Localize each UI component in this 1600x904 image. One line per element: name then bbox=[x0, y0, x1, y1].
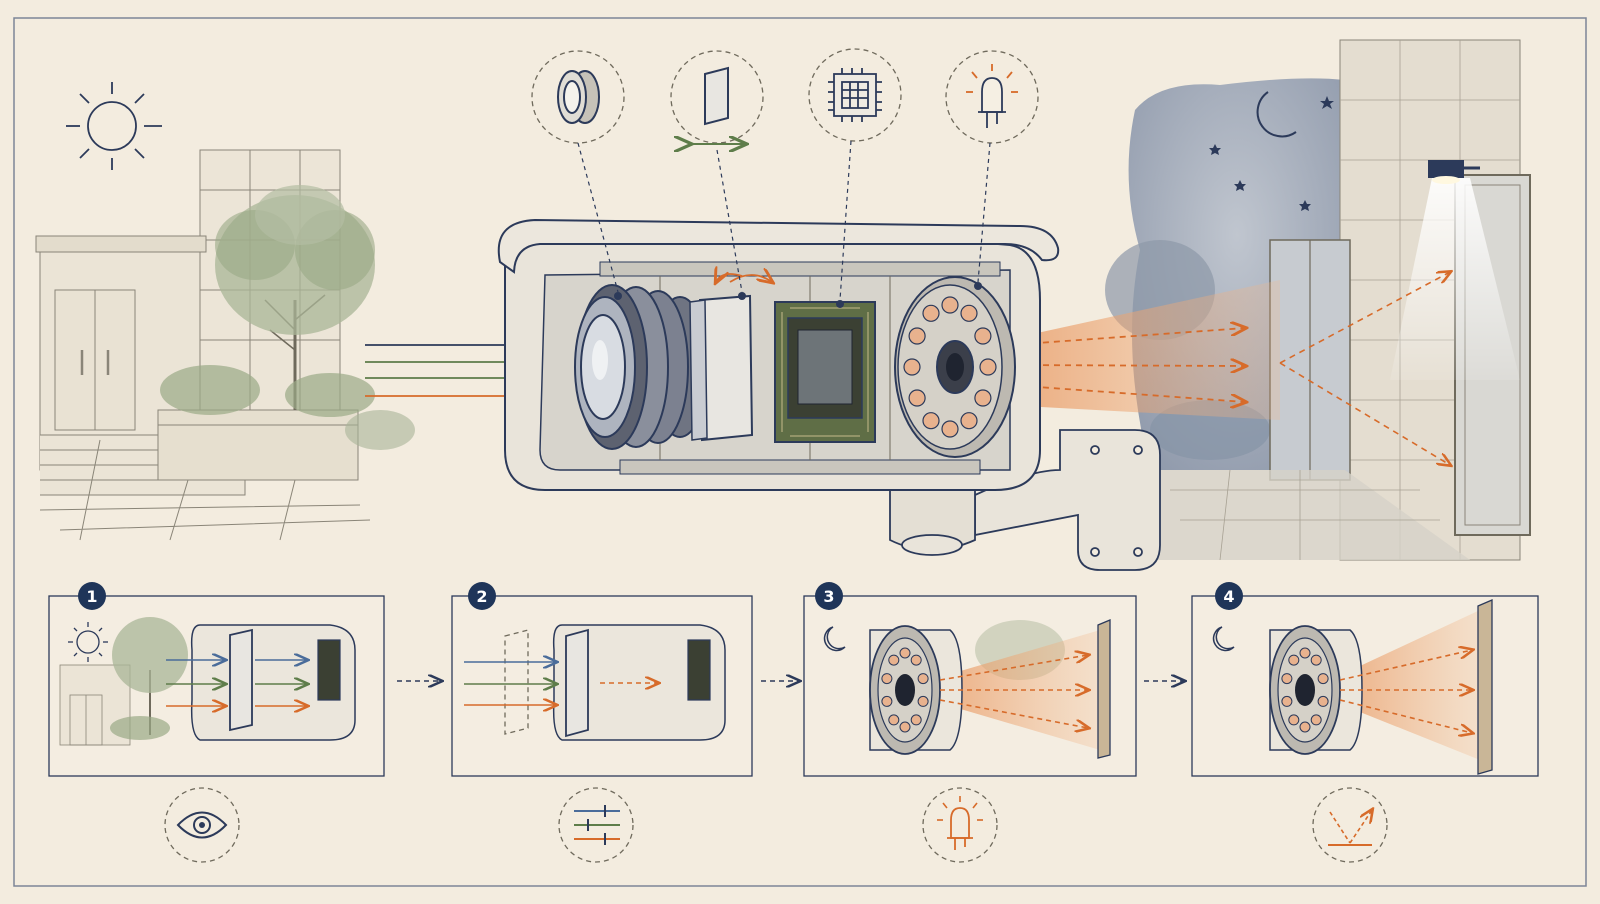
ir-led bbox=[960, 412, 978, 430]
ir-led bbox=[1299, 647, 1311, 659]
night-scene bbox=[1105, 39, 1531, 561]
step-number-3: 3 bbox=[823, 587, 834, 606]
ir-led bbox=[941, 420, 959, 438]
ir-led bbox=[974, 327, 992, 345]
image-sensor-chip-icon bbox=[828, 68, 882, 122]
camera-cutaway bbox=[497, 218, 1161, 571]
ir-led bbox=[1281, 673, 1293, 685]
ir-cut-filter-icon bbox=[704, 66, 729, 126]
ir-led bbox=[888, 714, 900, 726]
ir-led bbox=[1317, 695, 1329, 707]
ir-cut-filter bbox=[689, 274, 772, 442]
sun-icon-mini bbox=[68, 622, 108, 662]
image-sensor-board bbox=[774, 301, 876, 443]
step-panel-3: 3 bbox=[803, 582, 1137, 777]
ir-led bbox=[881, 673, 893, 685]
ir-led-ring bbox=[894, 276, 1016, 458]
lens-icon bbox=[557, 70, 600, 124]
step-badge-1 bbox=[78, 582, 106, 610]
ir-led bbox=[899, 647, 911, 659]
ir-led bbox=[910, 654, 922, 666]
step-panel-2: 2 bbox=[451, 582, 753, 777]
ir-led bbox=[922, 412, 940, 430]
sun-shield bbox=[497, 218, 1060, 274]
filter-sliders-icon bbox=[558, 787, 634, 863]
outer-frame bbox=[13, 17, 1587, 887]
ir-led bbox=[917, 695, 929, 707]
moon-icon-mini bbox=[823, 626, 846, 652]
reflection-icon bbox=[1312, 787, 1388, 863]
sun-icon bbox=[66, 82, 162, 170]
ir-led-icon bbox=[922, 787, 998, 863]
step-number-4: 4 bbox=[1223, 587, 1234, 606]
ir-led bbox=[922, 304, 940, 322]
step-badge-2 bbox=[468, 582, 496, 610]
ir-led bbox=[1299, 721, 1311, 733]
ir-led bbox=[1281, 695, 1293, 707]
step-number-2: 2 bbox=[476, 587, 487, 606]
lens-callout bbox=[531, 50, 625, 300]
step-badge-3 bbox=[815, 582, 843, 610]
ir-led bbox=[899, 721, 911, 733]
step-number-1: 1 bbox=[86, 587, 97, 606]
ir-led bbox=[917, 673, 929, 685]
ir-led bbox=[1310, 654, 1322, 666]
ir-led bbox=[941, 296, 959, 314]
lens-assembly bbox=[574, 284, 709, 450]
star-icon bbox=[1209, 96, 1334, 211]
wall-mount bbox=[889, 429, 1161, 571]
ir-led bbox=[888, 654, 900, 666]
moon-icon bbox=[1256, 91, 1297, 138]
moon-icon-mini bbox=[1212, 626, 1235, 652]
ir-led bbox=[908, 327, 926, 345]
sensor-callout bbox=[808, 48, 902, 308]
ir-led bbox=[979, 358, 997, 376]
ir-beam bbox=[1005, 272, 1450, 465]
filter-callout bbox=[670, 50, 764, 300]
ir-led bbox=[1288, 654, 1300, 666]
tree bbox=[160, 185, 415, 450]
component-callouts bbox=[531, 48, 1039, 308]
ir-led bbox=[1310, 714, 1322, 726]
ir-led bbox=[1317, 673, 1329, 685]
ir-led bbox=[903, 358, 921, 376]
step-panels: 1 2 bbox=[48, 582, 1539, 777]
ir-led bbox=[974, 389, 992, 407]
ir-led bbox=[1288, 714, 1300, 726]
day-scene bbox=[35, 149, 371, 541]
ir-led bbox=[881, 695, 893, 707]
bottom-icons bbox=[164, 787, 1388, 863]
ir-led bbox=[908, 389, 926, 407]
ir-led-icon bbox=[978, 77, 1006, 128]
step-panel-1: 1 bbox=[48, 582, 385, 777]
step-panel-4: 4 bbox=[1191, 582, 1539, 777]
ir-led bbox=[960, 304, 978, 322]
eye-icon bbox=[164, 787, 240, 863]
led-callout bbox=[945, 50, 1039, 290]
ir-led bbox=[910, 714, 922, 726]
step-badge-4 bbox=[1215, 582, 1243, 610]
